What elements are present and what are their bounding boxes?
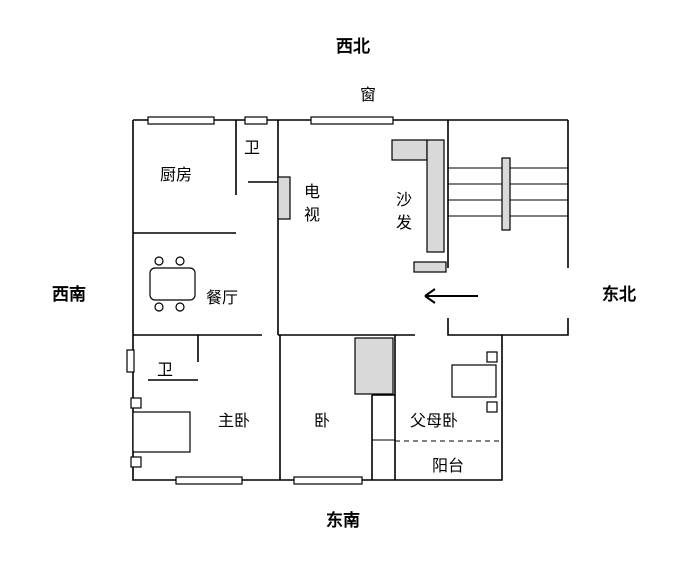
label-kitchen: 厨房 <box>160 165 192 184</box>
label-window: 窗 <box>360 85 376 104</box>
label-balcony: 阳台 <box>432 456 464 475</box>
label-parents-bedroom: 父母卧 <box>410 411 458 430</box>
window-master <box>175 476 243 485</box>
direction-north-west: 西北 <box>336 37 370 57</box>
interior-walls <box>133 120 502 480</box>
window-living <box>310 116 394 125</box>
master-bed <box>130 397 191 468</box>
window-kitchen <box>147 116 215 125</box>
label-bath-top: 卫 <box>244 138 260 157</box>
window-bath-west <box>126 349 135 373</box>
window-bedroom <box>293 476 363 485</box>
entrance-arrow <box>424 288 478 304</box>
label-sofa-1: 沙 <box>396 190 412 209</box>
parents-bed <box>451 351 498 413</box>
direction-south-east: 东南 <box>326 510 360 531</box>
direction-south-west: 西南 <box>52 284 86 305</box>
label-dining: 餐厅 <box>206 288 238 307</box>
window-bath <box>244 116 268 125</box>
dining-table <box>149 256 196 312</box>
windows <box>126 116 394 485</box>
stairs <box>448 157 568 231</box>
stair-rail <box>501 157 511 231</box>
wardrobe <box>354 337 394 395</box>
direction-north-east: 东北 <box>602 284 636 305</box>
sofa <box>426 139 445 253</box>
label-bath-bottom: 卫 <box>157 360 173 379</box>
label-sofa-2: 发 <box>396 213 412 232</box>
label-tv-2: 视 <box>304 205 320 224</box>
label-tv-1: 电 <box>304 182 320 201</box>
tv-unit <box>277 176 291 220</box>
label-master-bedroom: 主卧 <box>218 411 250 430</box>
sofa-side-bottom <box>413 261 447 273</box>
sofa-side-top <box>391 139 428 161</box>
label-bedroom: 卧 <box>314 411 330 430</box>
